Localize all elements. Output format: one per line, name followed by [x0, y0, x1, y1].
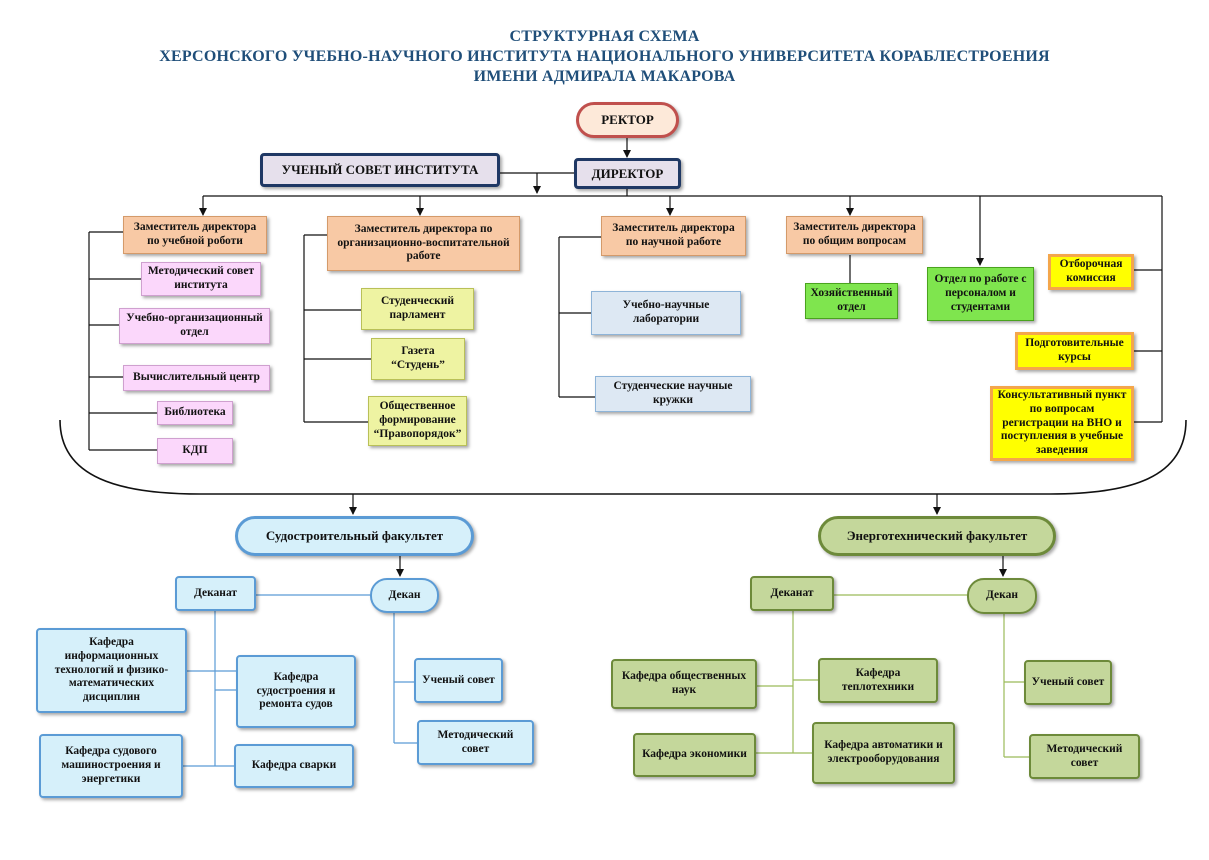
education-unit-order[interactable]: Общественное формирование “Правопорядок”	[368, 396, 467, 446]
science-unit-labs[interactable]: Учебно-научные лаборатории	[591, 291, 741, 335]
study-unit-library[interactable]: Библиотека	[157, 401, 233, 425]
faculty1-box[interactable]: Судостроительный факультет	[235, 516, 474, 556]
faculty2-deanery[interactable]: Деканат	[750, 576, 834, 611]
faculty2-dept-heat[interactable]: Кафедра теплотехники	[818, 658, 938, 703]
staff-dept-box[interactable]: Отдел по работе с персоналом и студентам…	[927, 267, 1034, 321]
director-box[interactable]: ДИРЕКТОР	[574, 158, 681, 189]
faculty1-dept-marine-engineering[interactable]: Кафедра судового машиностроения и энерге…	[39, 734, 183, 798]
faculty2-dept-automation[interactable]: Кафедра автоматики и электрооборудования	[812, 722, 955, 784]
title-line-2: ХЕРСОНСКОГО УЧЕБНО-НАУЧНОГО ИНСТИТУТА НА…	[159, 48, 1050, 65]
faculty2-dept-social[interactable]: Кафедра общественных наук	[611, 659, 757, 709]
faculty1-dept-it[interactable]: Кафедра информационных технологий и физи…	[36, 628, 187, 713]
faculty1-dept-shipbuilding[interactable]: Кафедра судостроения и ремонта судов	[236, 655, 356, 728]
title-line-1: СТРУКТУРНАЯ СХЕМА	[509, 28, 700, 45]
deputy-general-box[interactable]: Заместитель директора по общим вопросам	[786, 216, 923, 254]
faculty2-method-council[interactable]: Методический совет	[1029, 734, 1140, 779]
science-unit-circles[interactable]: Студенческие научные кружки	[595, 376, 751, 412]
right-unit-courses[interactable]: Подготовительные курсы	[1015, 332, 1134, 370]
faculty1-method-council[interactable]: Методический совет	[417, 720, 534, 765]
faculty1-dept-welding[interactable]: Кафедра сварки	[234, 744, 354, 788]
rektor-box[interactable]: РЕКТОР	[576, 102, 679, 138]
right-unit-consult[interactable]: Консультативный пункт по вопросам регист…	[990, 386, 1134, 461]
council-box[interactable]: УЧЕНЫЙ СОВЕТ ИНСТИТУТА	[260, 153, 500, 187]
education-unit-parliament[interactable]: Студенческий парламент	[361, 288, 474, 330]
faculty1-deanery[interactable]: Деканат	[175, 576, 256, 611]
faculty1-science-council[interactable]: Ученый совет	[414, 658, 503, 703]
deputy-education-box[interactable]: Заместитель директора по организационно-…	[327, 216, 520, 271]
general-unit-household[interactable]: Хозяйственный отдел	[805, 283, 898, 319]
right-unit-admission[interactable]: Отборочная комиссия	[1048, 254, 1134, 290]
education-unit-newspaper[interactable]: Газета “Студень”	[371, 338, 465, 380]
deputy-science-box[interactable]: Заместитель директора по научной работе	[601, 216, 746, 256]
study-unit-org-dept[interactable]: Учебно-организационный отдел	[119, 308, 270, 344]
faculty2-box[interactable]: Энерготехнический факультет	[818, 516, 1056, 556]
faculty2-dept-economics[interactable]: Кафедра экономики	[633, 733, 756, 777]
study-unit-computing-center[interactable]: Вычислительный центр	[123, 365, 270, 391]
faculty2-dean[interactable]: Декан	[967, 578, 1037, 614]
faculty2-science-council[interactable]: Ученый совет	[1024, 660, 1112, 705]
study-unit-method-council[interactable]: Методический совет института	[141, 262, 261, 296]
study-unit-kdp[interactable]: КДП	[157, 438, 233, 464]
faculty1-dean[interactable]: Декан	[370, 578, 439, 613]
deputy-study-box[interactable]: Заместитель директора по учебной роботи	[123, 216, 267, 254]
title-line-3: ИМЕНИ АДМИРАЛА МАКАРОВА	[473, 68, 736, 85]
